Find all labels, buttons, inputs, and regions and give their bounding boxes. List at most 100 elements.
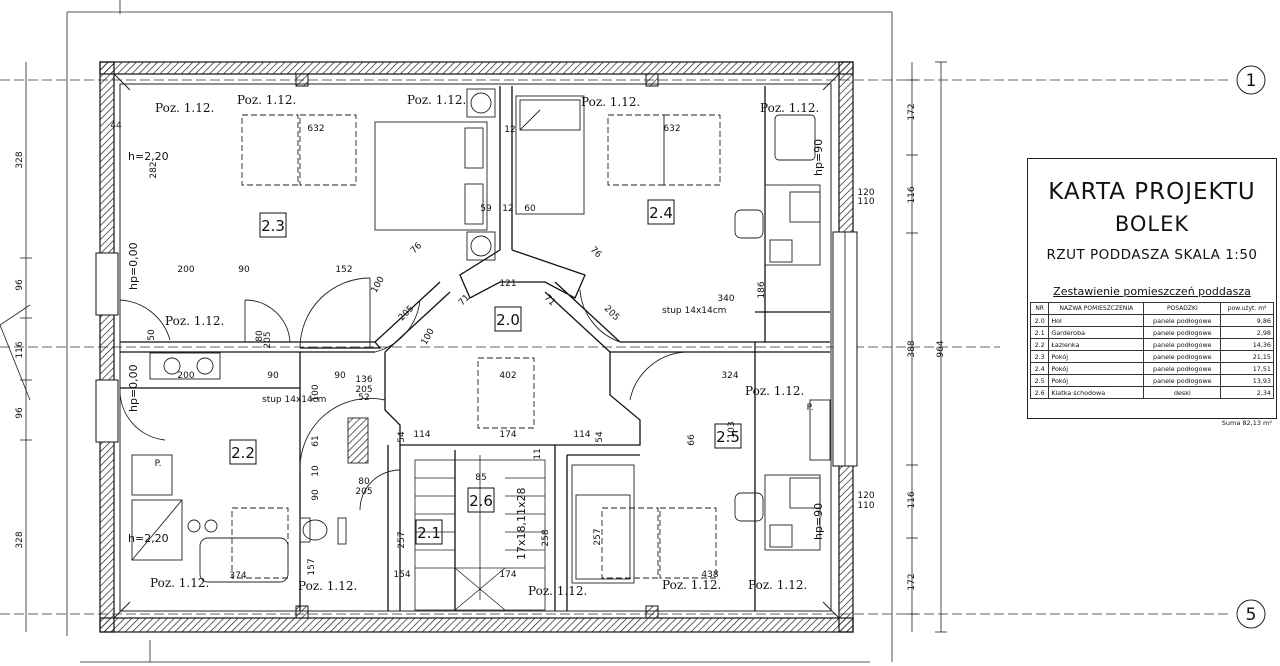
rooms-table: NR NAZWA POMIESZCZENIA POSADZKI pow.użyt… [1029,302,1274,399]
dimension-label: 324 [721,371,738,381]
room-labels: 2.3 2.4 2.0 2.2 2.5 2.1 2.6 [229,199,742,545]
dimension-label: 60 [524,204,536,214]
room-2-1: 2.1 [417,524,441,542]
dimension-label: 157 [307,558,317,575]
dimension-label: 340 [717,294,734,304]
dimension-label: 44 [110,121,122,131]
dimension-label: 110 [857,501,874,511]
dimension-label: 258 [541,529,551,546]
dimension-label: 120 [857,491,874,501]
doors [119,277,691,511]
outer-walls [95,61,858,633]
dimension-label: 257 [593,528,603,545]
dimension-label: 90 [238,265,250,275]
desk-chair-set [734,114,831,551]
dimension-label: 66 [687,434,697,446]
dimension-label: 103 [727,421,737,438]
row-floor: panele podłogowe [1143,362,1222,375]
dimension-label: 114 [413,430,430,440]
poz-label: Poz. 1.12. [581,95,640,109]
row-nr: 2.6 [1029,386,1050,399]
dimension-label: 61 [311,435,321,446]
dim-overall: 964 [936,340,946,357]
dimension-label: 152 [335,265,352,275]
dimension-label: 114 [573,430,590,440]
height-label: hp=0,00 [127,242,140,290]
dimension-label: 282 [149,161,159,178]
dim-left-2: 96 [15,279,25,291]
table-caption: Zestawienie pomieszczeń poddasza [1053,285,1251,298]
dimension-label: 200 [177,265,194,275]
axis-marker-1: 1 [1236,65,1266,95]
dimension-label: 632 [307,124,324,134]
dimension-label: 438 [701,570,718,580]
dimension-label: P. [155,459,162,469]
dim-right-2: 116 [907,186,917,203]
dimension-label: 59 [480,204,492,214]
row-area: 14,36 [1220,338,1274,351]
bed-room-2-3 [374,88,496,261]
bed-room-2-5 [571,464,635,584]
dimension-label: 80 [255,330,265,342]
dimension-label: 10 [311,465,321,477]
dim-left-1: 328 [15,151,25,168]
col-floor: POSADZKI [1143,302,1222,315]
room-2-3: 2.3 [261,217,285,235]
height-label: h=2,20 [128,532,169,545]
row-floor: panele podłogowe [1143,374,1222,387]
dimension-chain-left [0,62,32,632]
dimension-label: 76 [588,245,603,260]
stair-spec: 17x18,11x28 [515,487,528,560]
row-area: 2,98 [1220,326,1274,339]
dimension-label: 90 [267,371,279,381]
dimension-label: 174 [499,430,516,440]
row-nr: 2.1 [1029,326,1050,339]
dimension-label: 52 [358,393,369,403]
height-label: hp=90 [812,503,825,540]
room-2-2: 2.2 [231,444,255,462]
poz-label: Poz. 1.12. [760,101,819,115]
dimension-label: 257 [397,531,407,548]
dim-right-4: 116 [907,491,917,508]
column-spec: stup 14x14cm [662,306,726,316]
row-area: 17,51 [1220,362,1274,375]
row-floor: panele podłogowe [1143,350,1222,363]
dimension-label: 136 [355,375,372,385]
height-label: hp=0,00 [127,364,140,412]
axis-label-5: 5 [1246,605,1257,625]
room-2-6: 2.6 [469,492,493,510]
knee-walls [113,73,840,619]
dimension-label: 205 [263,331,273,348]
card-scale: RZUT PODDASZA SKALA 1:50 [1046,247,1258,263]
dimension-label: 90 [311,489,321,501]
card-subtitle: BOLEK [1114,212,1190,236]
dimension-label: 186 [757,281,767,298]
row-nr: 2.4 [1029,362,1050,375]
interior-walls [120,86,830,611]
dimension-label: 154 [393,570,410,580]
poz-label: Poz. 1.12. [528,584,587,598]
poz-label: Poz. 1.12. [150,576,209,590]
room-2-5: 2.5 [716,428,740,446]
row-floor: panele podłogowe [1143,338,1222,351]
dimension-label: 110 [857,197,874,207]
poz-label: Poz. 1.12. [745,384,804,398]
row-area: 9,86 [1220,314,1274,327]
dimension-label: 100 [370,275,387,295]
roof-windows [231,114,721,579]
dimension-label: 12 [502,204,513,214]
dimension-label: 205 [355,487,372,497]
height-labels: h=2,20 hp=0,00 hp=0,00 hp=90 hp=90 h=2,2… [127,139,825,560]
row-nr: 2.2 [1029,338,1050,351]
poz-label: Poz. 1.12. [748,578,807,592]
dimension-label: 71 [457,293,472,308]
dimension-label: 200 [177,371,194,381]
area-sum: Suma 82,13 m² [1221,419,1272,427]
row-name: Klatka schodowa [1048,386,1145,399]
dimension-label: 76 [409,241,424,256]
